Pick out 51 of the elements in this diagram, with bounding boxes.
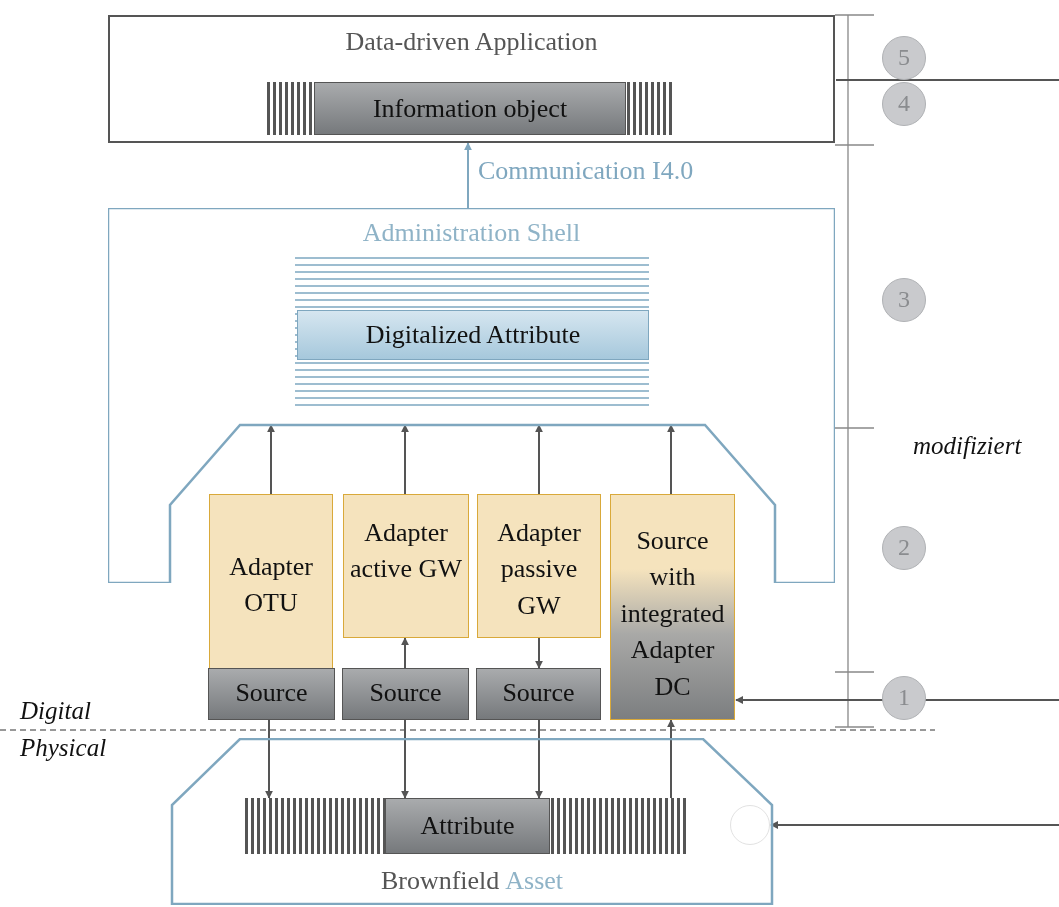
adapter-box — [343, 494, 469, 638]
integrated-adapter-box — [610, 494, 735, 720]
adapter-label: Adapter active GW — [349, 517, 463, 586]
circle-number: 3 — [897, 286, 911, 314]
arrow — [535, 424, 543, 495]
arrow — [464, 142, 472, 209]
number-circle — [882, 82, 926, 126]
asset-title: Brownfield — [380, 866, 500, 895]
arrow — [401, 637, 409, 669]
attribute-label: Digitalized Attribute — [297, 310, 649, 360]
asset-title: Asset — [505, 866, 564, 895]
source-label: Source — [234, 678, 309, 708]
arrow — [265, 719, 273, 799]
circle-number: 4 — [897, 90, 911, 118]
number-circle — [882, 278, 926, 322]
box-title: Data-driven Application — [344, 27, 599, 57]
shell-title: Administration Shell — [361, 218, 582, 248]
source-label: Source — [368, 678, 443, 708]
note-text: Digital — [20, 697, 91, 726]
arrow — [267, 424, 275, 495]
arrow — [535, 719, 543, 799]
application-box — [108, 15, 835, 143]
source-box — [476, 668, 601, 720]
arrow — [401, 719, 409, 799]
number-circle — [882, 36, 926, 80]
note-text: Physical — [20, 734, 107, 763]
adapter-label: Adapter OTU — [228, 551, 314, 620]
arrow — [535, 637, 543, 669]
source-label: Source — [501, 678, 576, 708]
adapter-label: Adapter passive GW — [496, 517, 582, 622]
circle-number: 5 — [897, 44, 911, 72]
adapter-label: Source with integrated Adapter DC — [619, 525, 726, 703]
source-box — [208, 668, 335, 720]
note-text: modifiziert — [913, 432, 1022, 461]
object-label: Attribute — [385, 798, 550, 854]
object-label: Information object — [314, 82, 626, 135]
edge-label: Communication I4.0 — [478, 156, 694, 186]
adapter-box — [209, 494, 333, 669]
adapter-box — [477, 494, 601, 638]
number-circle — [882, 526, 926, 570]
arrow — [667, 424, 675, 495]
circle-number: 2 — [897, 534, 911, 562]
number-circle — [882, 676, 926, 720]
arrow — [770, 821, 1059, 829]
source-box — [342, 668, 469, 720]
striped-bar — [267, 82, 672, 135]
empty-circle — [730, 805, 770, 845]
arrow — [667, 719, 675, 799]
striped-bar — [245, 798, 688, 854]
arrow — [401, 424, 409, 495]
circle-number: 1 — [897, 684, 911, 712]
